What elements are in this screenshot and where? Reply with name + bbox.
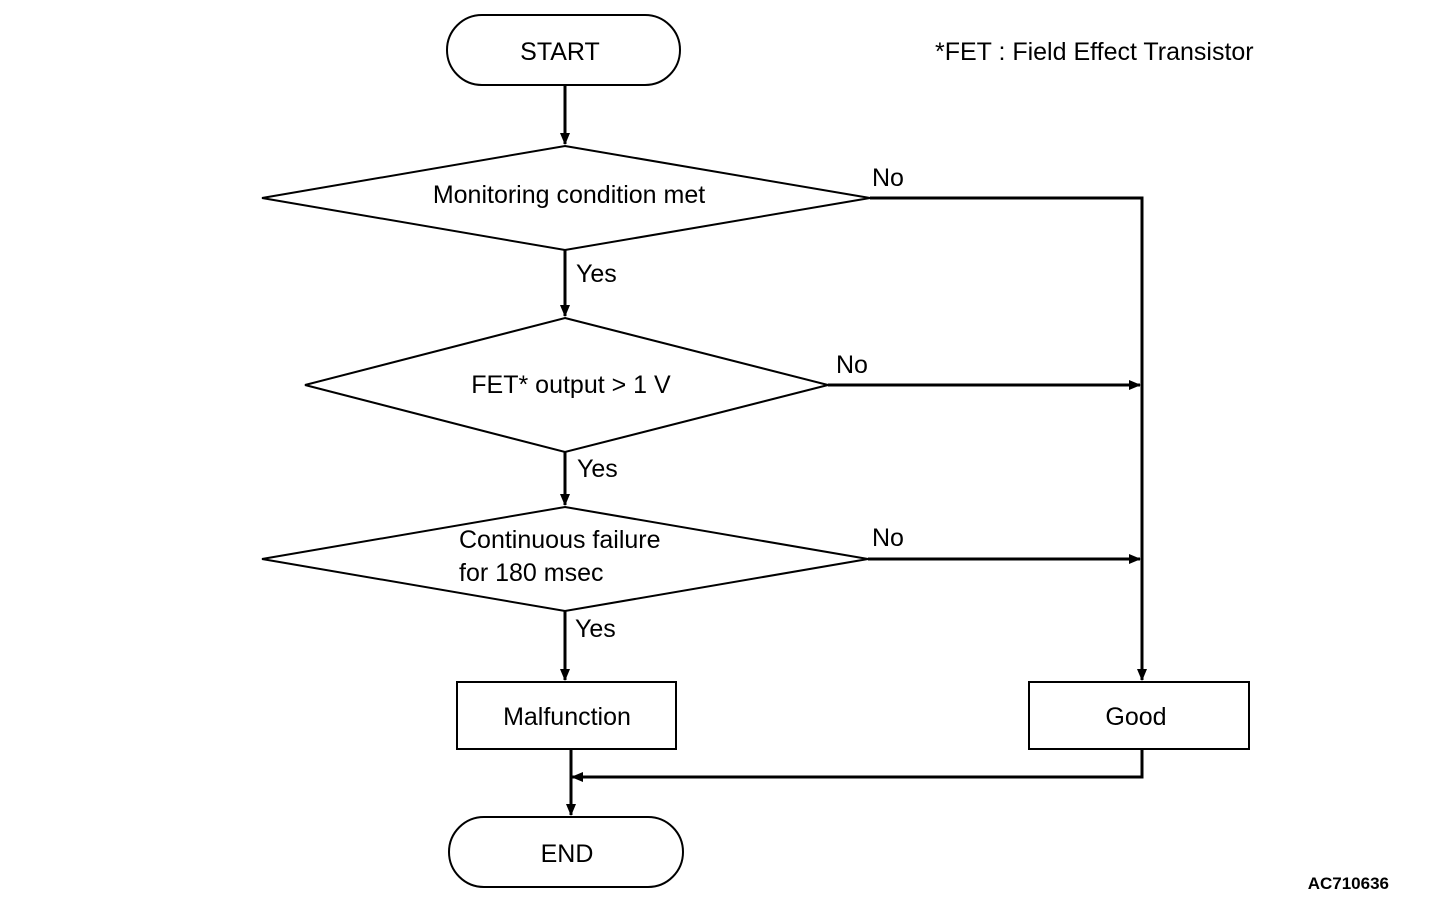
monitoring-no-label: No xyxy=(872,164,904,192)
decision-continuous-failure: Continuous failure for 180 msec xyxy=(261,505,869,613)
arrow-monitoring-no xyxy=(870,196,1147,681)
figure-code: AC710636 xyxy=(1308,874,1389,893)
connectors xyxy=(560,85,1147,816)
start-label: START xyxy=(520,38,600,66)
monitoring-yes-label: Yes xyxy=(576,260,617,288)
good-label: Good xyxy=(1105,703,1166,731)
end-terminal: END xyxy=(448,816,684,888)
continuous-failure-label-line1: Continuous failure xyxy=(459,526,661,554)
monitoring-condition-label: Monitoring condition met xyxy=(433,181,705,209)
malfunction-box: Malfunction xyxy=(456,681,677,750)
start-terminal: START xyxy=(446,14,681,86)
fet-yes-label: Yes xyxy=(577,455,618,483)
good-box: Good xyxy=(1028,681,1250,750)
decision-fet-output: FET* output > 1 V xyxy=(304,316,829,454)
malfunction-label: Malfunction xyxy=(503,703,631,731)
fet-footnote: *FET : Field Effect Transistor xyxy=(935,38,1254,66)
end-label: END xyxy=(541,840,594,868)
failure-no-label: No xyxy=(872,524,904,552)
failure-yes-label: Yes xyxy=(575,615,616,643)
decision-monitoring-condition: Monitoring condition met xyxy=(261,144,871,252)
fet-output-label: FET* output > 1 V xyxy=(471,371,671,399)
arrow-good-to-end xyxy=(571,749,1144,782)
continuous-failure-label-line2: for 180 msec xyxy=(459,559,604,587)
fet-no-label: No xyxy=(836,351,868,379)
